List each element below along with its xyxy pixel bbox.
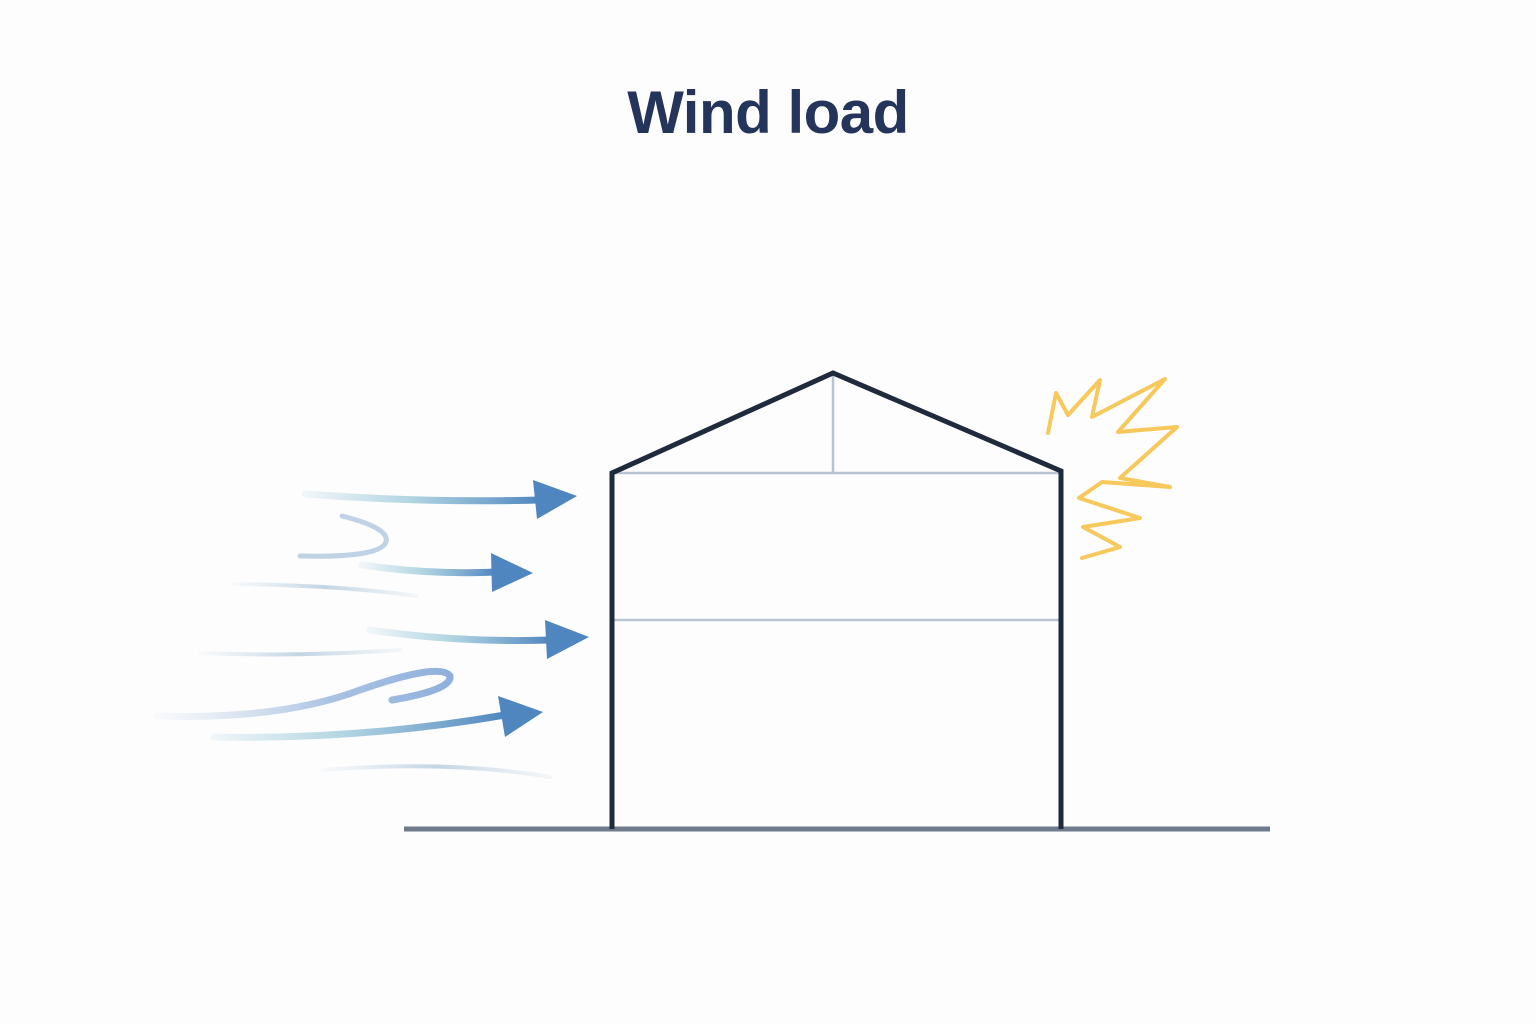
building-frame [609, 370, 1064, 829]
wind-arrowhead-3 [545, 620, 589, 659]
wind-arrowhead-2 [491, 553, 533, 592]
wind-streak-3 [320, 764, 552, 779]
wind-arrows-icon [154, 480, 589, 779]
wind-streak-2 [198, 648, 402, 657]
wind-arrow-4 [210, 711, 509, 741]
wind-arrowhead-1 [533, 480, 577, 519]
wind-arrow-1 [301, 490, 544, 505]
wind-arrow-3 [366, 626, 554, 645]
wind-arrow-2 [358, 561, 501, 577]
wind-swirl-small [297, 513, 389, 559]
building-interior-lines [612, 375, 1061, 622]
wind-swirl-large [154, 667, 454, 720]
wind-streak-1 [230, 582, 418, 598]
zigzag-impact-icon [1046, 377, 1179, 560]
wind-arrowhead-4 [498, 696, 543, 737]
page-title: Wind load [627, 79, 909, 146]
